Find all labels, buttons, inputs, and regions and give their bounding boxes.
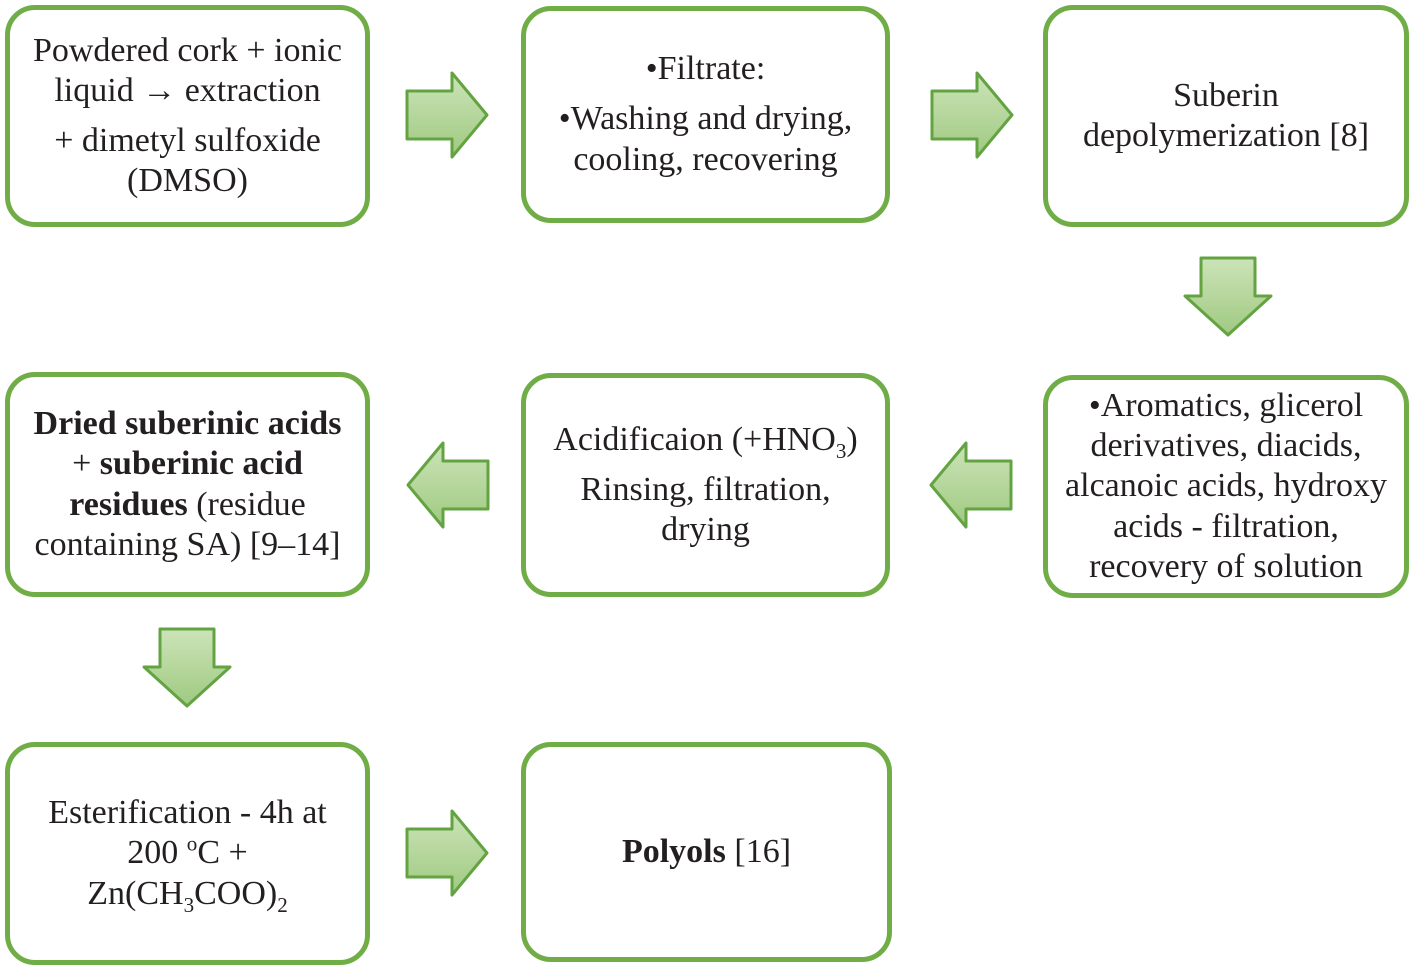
box-suberin-depolymerization: Suberin depolymerization [8] [1043, 5, 1409, 227]
box-text: Rinsing, filtration, drying [580, 470, 831, 549]
superscript: o [186, 832, 198, 857]
box-text: Suberin depolymerization [8] [1082, 76, 1370, 154]
box-text-bold: Dried suberinic acids [33, 405, 342, 443]
box-text: Polyols [16] [622, 832, 791, 872]
box-text-segment: (residue containing SA) [9–14] [34, 485, 341, 563]
box-text-segment: + [72, 445, 100, 483]
box-text-bold: Polyols [621, 832, 726, 870]
box-aromatics: •Aromatics, glicerol derivatives, diacid… [1043, 375, 1409, 598]
box-dried-suberinic-acids: Dried suberinic acids + suberinic acid r… [5, 372, 370, 597]
box-text-segment: Acidificaion (+HNO [553, 420, 836, 458]
flow-arrow-down-icon [142, 627, 232, 708]
box-text: •Aromatics, glicerol derivatives, diacid… [1065, 387, 1387, 585]
box-text-segment: C + Zn(CH [87, 834, 248, 912]
box-acidification: Acidificaion (+HNO3) Rinsing, filtration… [521, 373, 890, 597]
flow-arrow-right-icon [405, 71, 489, 159]
box-text: Acidificaion (+HNO3) [553, 420, 858, 463]
subscript: 2 [277, 892, 288, 917]
box-text-segment: [16] [725, 832, 792, 870]
box-text-segment: COO) [194, 874, 278, 912]
flow-arrow-right-icon [930, 71, 1014, 159]
flow-arrow-left-icon [406, 441, 490, 529]
box-text: •Filtrate: [645, 50, 766, 88]
flow-arrow-right-icon [405, 809, 489, 897]
box-text: + dimetyl sulfoxide (DMSO) [54, 122, 321, 200]
box-text-segment: ) [846, 420, 858, 458]
flow-arrow-down-icon [1183, 256, 1273, 337]
flow-arrow-left-icon [929, 441, 1013, 529]
subscript: 3 [835, 438, 847, 463]
box-text-segment: 200 [127, 834, 187, 872]
box-text-segment: Esterification - 4h at [48, 794, 327, 832]
box-polyols: Polyols [16] [521, 742, 892, 962]
box-text: Powdered cork + ionic liquid → extractio… [32, 31, 343, 109]
box-cork-extraction: Powdered cork + ionic liquid → extractio… [5, 5, 370, 227]
box-text: •Washing and drying, cooling, recovering [558, 100, 853, 178]
box-filtrate: •Filtrate: •Washing and drying, cooling,… [521, 6, 890, 223]
subscript: 3 [183, 892, 195, 917]
box-text-bold: suberinic acid residues [69, 445, 303, 523]
box-text: Dried suberinic acids + suberinic acid r… [24, 404, 351, 564]
